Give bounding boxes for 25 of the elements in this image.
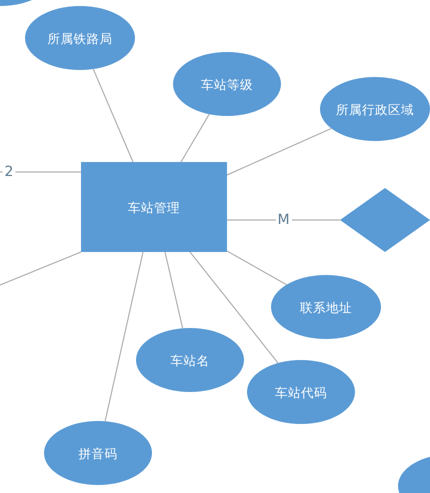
- connector-line: [0, 252, 82, 286]
- entity-name: 车站管理: [128, 200, 180, 214]
- attribute-ellipse: [25, 6, 135, 70]
- attribute-ellipse: [320, 77, 430, 141]
- attribute-ellipse: [271, 275, 381, 339]
- connector-line: [164, 252, 184, 329]
- attribute-name: 所属行政区域: [336, 102, 414, 116]
- attribute-ellipse: [247, 360, 355, 424]
- entity-box: [81, 162, 227, 252]
- attribute-ellipse: [44, 421, 152, 485]
- attribute-name: 车站代码: [275, 384, 327, 400]
- connector-line: [92, 68, 134, 162]
- attribute-name: 车站等级: [201, 76, 253, 92]
- connector-line: [180, 114, 210, 162]
- attribute-name: 所属铁路局: [48, 30, 112, 46]
- connector-line: [226, 128, 332, 176]
- relationship-diamond: [340, 188, 430, 252]
- attribute-name: 联系地址: [300, 300, 352, 314]
- connector-line: [104, 252, 144, 422]
- attribute-name: 拼音码: [78, 446, 118, 460]
- attribute-name: 车站名: [170, 352, 210, 368]
- connector-line: [190, 252, 279, 364]
- connector-line: [226, 250, 288, 286]
- attribute-ellipse: [173, 52, 281, 116]
- attribute-ellipse: [136, 328, 244, 392]
